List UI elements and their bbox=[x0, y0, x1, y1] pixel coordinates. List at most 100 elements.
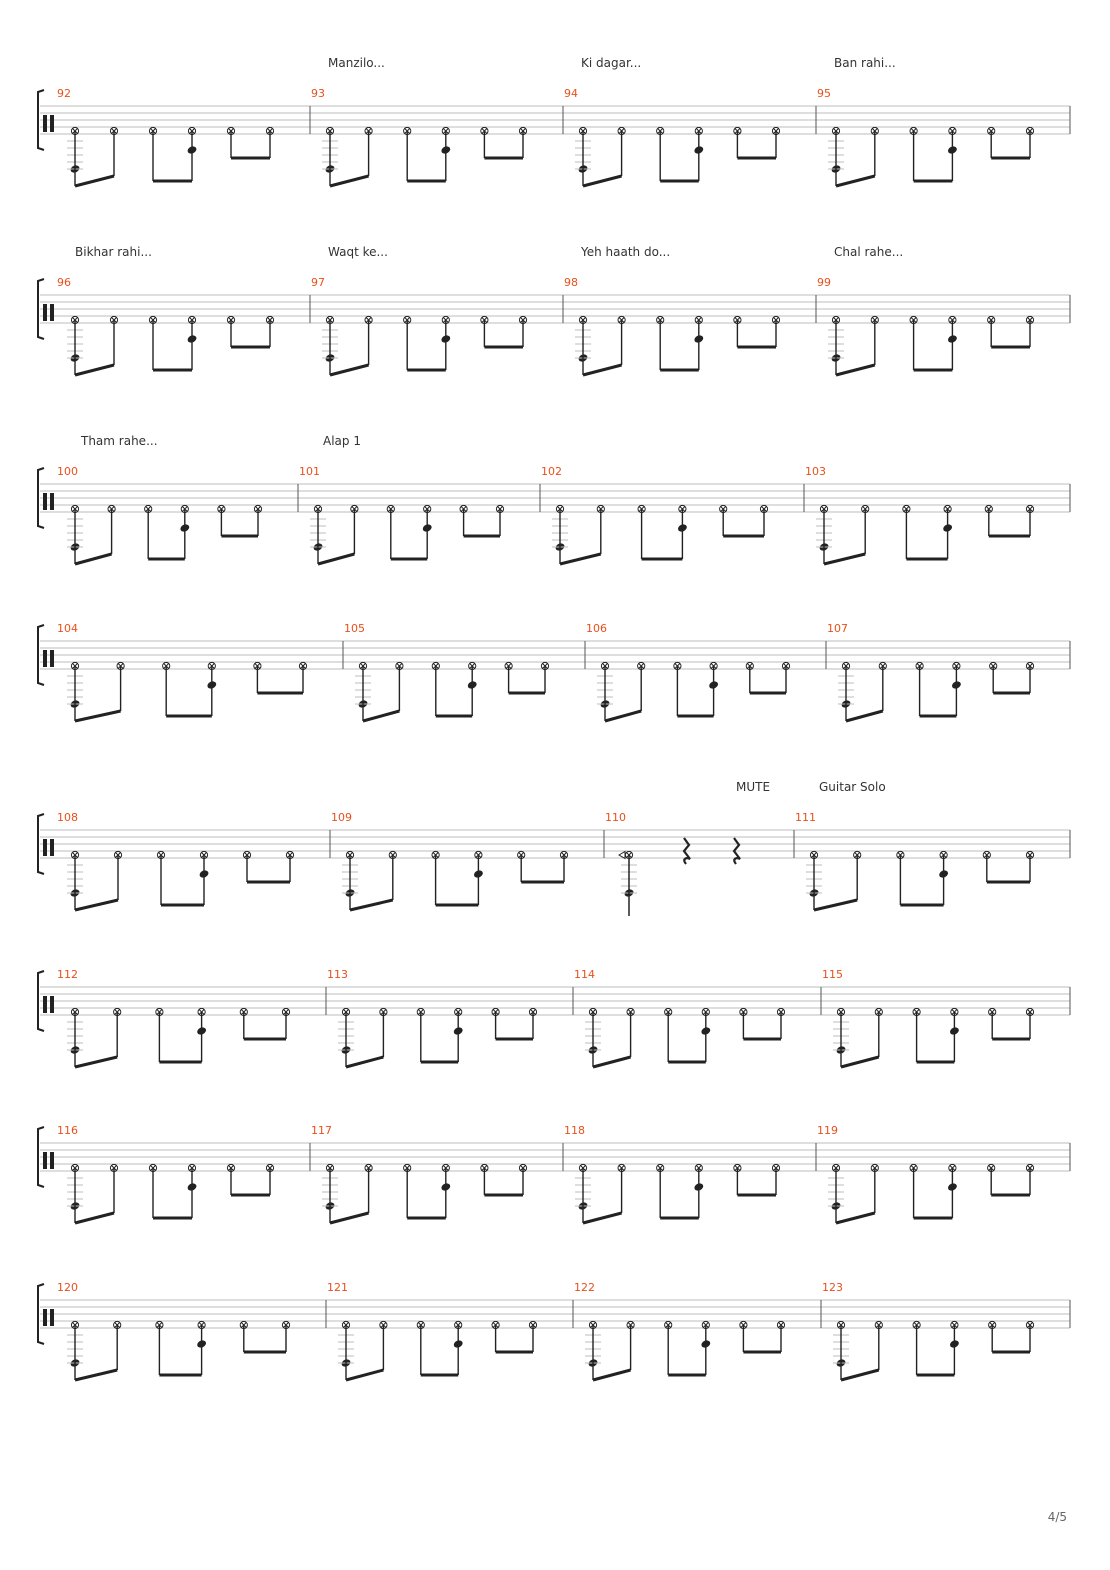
measure bbox=[67, 315, 275, 377]
note-beam bbox=[835, 174, 876, 188]
measure bbox=[806, 850, 1035, 912]
note-beam bbox=[345, 1368, 384, 1382]
section-label: Bikhar rahi... bbox=[75, 245, 152, 259]
measure bbox=[618, 837, 741, 916]
measure bbox=[552, 504, 769, 566]
bar-number: 102 bbox=[541, 465, 562, 478]
bar-number: 121 bbox=[327, 1281, 348, 1294]
note-beam bbox=[74, 1055, 118, 1069]
staff-system: 120 121 122 123 bbox=[37, 1281, 1071, 1382]
note-beam bbox=[559, 552, 602, 566]
note-beam bbox=[604, 709, 642, 723]
crash-cymbal-note bbox=[618, 850, 626, 860]
note-beam bbox=[840, 1055, 880, 1069]
note-beam bbox=[74, 174, 115, 188]
measure bbox=[355, 661, 550, 723]
bar-number: 115 bbox=[822, 968, 843, 981]
percussion-clef-bar bbox=[43, 115, 47, 132]
system-bracket bbox=[37, 89, 45, 151]
measure bbox=[575, 315, 781, 377]
bar-number: 109 bbox=[331, 811, 352, 824]
measure bbox=[322, 315, 528, 377]
note-beam bbox=[582, 363, 622, 377]
note-beam bbox=[317, 552, 355, 566]
measure bbox=[67, 1320, 291, 1382]
bar-number: 114 bbox=[574, 968, 595, 981]
note-beam bbox=[74, 363, 115, 377]
percussion-clef-bar bbox=[50, 304, 54, 321]
note-beam bbox=[74, 1211, 115, 1225]
percussion-clef-bar bbox=[50, 996, 54, 1013]
percussion-clef-bar bbox=[43, 996, 47, 1013]
measure bbox=[67, 850, 295, 912]
quarter-rest bbox=[732, 837, 741, 865]
bar-number: 120 bbox=[57, 1281, 78, 1294]
bar-number: 118 bbox=[564, 1124, 585, 1137]
note-beam bbox=[329, 1211, 369, 1225]
section-label: Manzilo... bbox=[328, 56, 385, 70]
system-bracket bbox=[37, 624, 45, 686]
system-bracket bbox=[37, 813, 45, 875]
system-bracket bbox=[37, 467, 45, 529]
note-beam bbox=[835, 363, 876, 377]
system-bracket bbox=[37, 278, 45, 340]
bar-number: 98 bbox=[564, 276, 578, 289]
bar-number: 100 bbox=[57, 465, 78, 478]
note-beam bbox=[362, 709, 400, 723]
bar-number: 99 bbox=[817, 276, 831, 289]
bar-number: 113 bbox=[327, 968, 348, 981]
measure bbox=[67, 504, 263, 566]
bar-number: 95 bbox=[817, 87, 831, 100]
note-beam bbox=[345, 1055, 384, 1069]
section-label: Ki dagar... bbox=[581, 56, 641, 70]
percussion-clef-bar bbox=[50, 493, 54, 510]
bar-number: 119 bbox=[817, 1124, 838, 1137]
measure bbox=[338, 1320, 538, 1382]
percussion-clef-bar bbox=[50, 839, 54, 856]
system-bracket bbox=[37, 1283, 45, 1345]
section-label: Yeh haath do... bbox=[580, 245, 670, 259]
bar-number: 107 bbox=[827, 622, 848, 635]
bar-number: 116 bbox=[57, 1124, 78, 1137]
note-beam bbox=[823, 552, 866, 566]
bar-number: 94 bbox=[564, 87, 578, 100]
section-label: Alap 1 bbox=[323, 434, 361, 448]
bar-number: 97 bbox=[311, 276, 325, 289]
bar-number: 93 bbox=[311, 87, 325, 100]
note-beam bbox=[329, 363, 369, 377]
note-beam bbox=[74, 1368, 118, 1382]
section-label: Ban rahi... bbox=[834, 56, 896, 70]
bar-number: 122 bbox=[574, 1281, 595, 1294]
measure bbox=[828, 315, 1035, 377]
note-beam bbox=[74, 898, 119, 912]
measure bbox=[67, 126, 275, 188]
percussion-clef-bar bbox=[50, 115, 54, 132]
measure bbox=[322, 126, 528, 188]
note-beam bbox=[592, 1055, 631, 1069]
bar-number: 123 bbox=[822, 1281, 843, 1294]
measure bbox=[342, 850, 569, 912]
section-label: Waqt ke... bbox=[328, 245, 388, 259]
percussion-clef-bar bbox=[50, 1152, 54, 1169]
percussion-clef-bar bbox=[43, 839, 47, 856]
section-label: Tham rahe... bbox=[80, 434, 158, 448]
percussion-clef-bar bbox=[50, 650, 54, 667]
note-beam bbox=[582, 174, 622, 188]
percussion-clef-bar bbox=[43, 493, 47, 510]
bar-number: 110 bbox=[605, 811, 626, 824]
percussion-clef-bar bbox=[43, 304, 47, 321]
note-beam bbox=[582, 1211, 622, 1225]
bar-number: 117 bbox=[311, 1124, 332, 1137]
note-beam bbox=[813, 898, 858, 912]
system-bracket bbox=[37, 1126, 45, 1188]
percussion-clef-bar bbox=[43, 1152, 47, 1169]
page-number: 4/5 bbox=[1047, 1510, 1067, 1524]
measure bbox=[833, 1320, 1035, 1382]
note-beam bbox=[592, 1368, 631, 1382]
measure bbox=[585, 1007, 786, 1069]
